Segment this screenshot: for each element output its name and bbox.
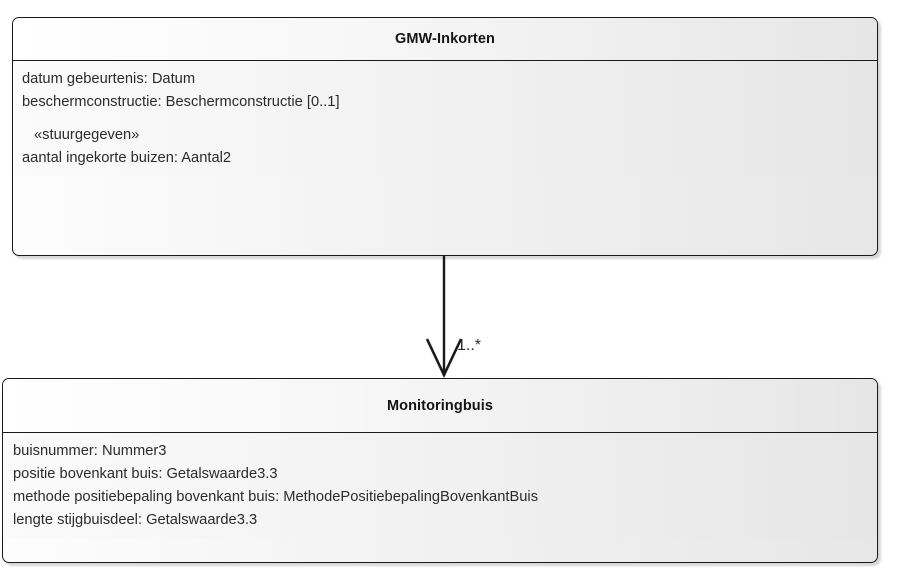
attribute-row: aantal ingekorte buizen: Aantal2 bbox=[22, 150, 232, 166]
attribute-row: methode positiebepaling bovenkant buis: … bbox=[13, 489, 539, 505]
attribute-row: positie bovenkant buis: Getalswaarde3.3 bbox=[13, 466, 278, 482]
class-box-gmw-inkorten[interactable]: GMW-Inkorten datum gebeurtenis: Datum be… bbox=[12, 17, 878, 256]
attribute-row: datum gebeurtenis: Datum bbox=[22, 71, 196, 87]
class-attributes-gmw-inkorten: datum gebeurtenis: Datum beschermconstru… bbox=[13, 61, 877, 176]
class-box-monitoringbuis[interactable]: Monitoringbuis buisnummer: Nummer3 posit… bbox=[2, 378, 878, 563]
class-header-gmw-inkorten: GMW-Inkorten bbox=[13, 18, 877, 61]
class-name-monitoringbuis: Monitoringbuis bbox=[386, 397, 494, 414]
attribute-row: lengte stijgbuisdeel: Getalswaarde3.3 bbox=[13, 512, 258, 528]
arrowhead-open-icon bbox=[425, 338, 463, 379]
class-attributes-monitoringbuis: buisnummer: Nummer3 positie bovenkant bu… bbox=[3, 433, 877, 538]
attribute-stereotype: «stuurgegeven» bbox=[34, 127, 140, 143]
class-header-monitoringbuis: Monitoringbuis bbox=[3, 379, 877, 433]
attribute-row: buisnummer: Nummer3 bbox=[13, 443, 167, 459]
association-multiplicity-label: 1..* bbox=[457, 337, 482, 354]
attribute-row: beschermconstructie: Beschermconstructie… bbox=[22, 94, 340, 110]
class-name-gmw-inkorten: GMW-Inkorten bbox=[395, 31, 495, 47]
